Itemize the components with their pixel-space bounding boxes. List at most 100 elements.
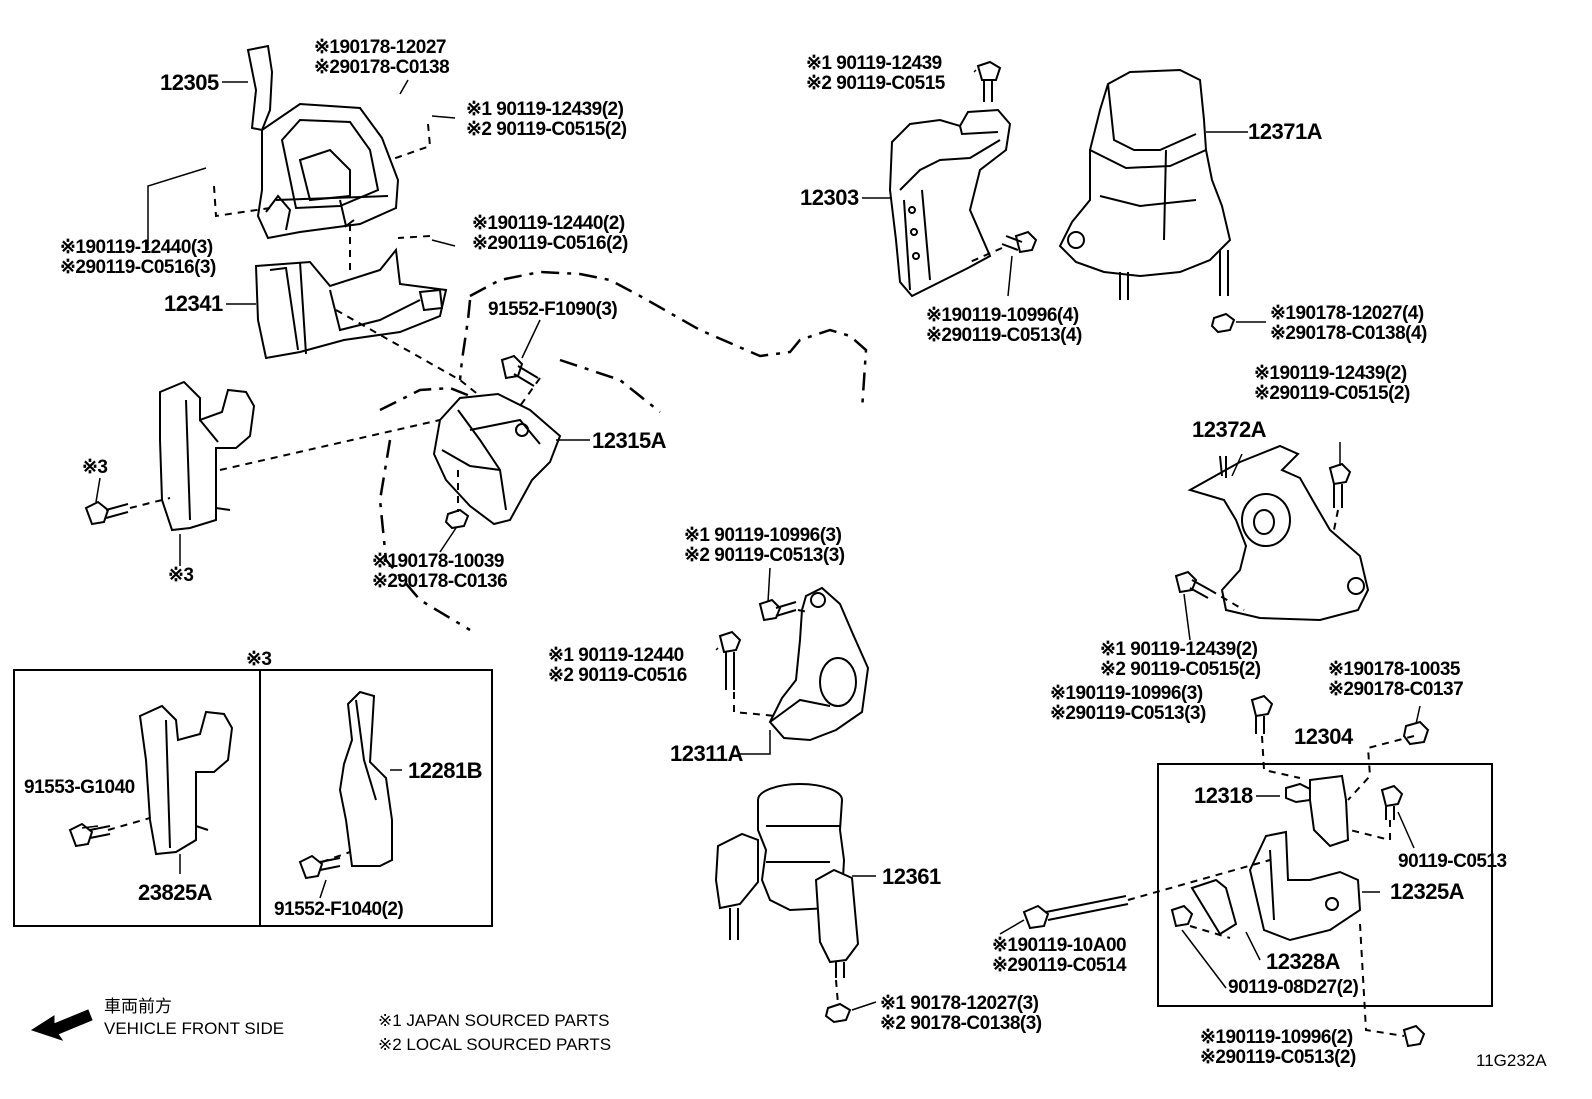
fastener-label: ※1 90178-12027(3) [880,993,1039,1014]
nut-90178-12027-4-drawing [1210,312,1236,334]
fastener-label: ※2 90119-C0513(3) [684,545,845,566]
fastener-label: ※290178-C0138 [314,57,450,78]
fastener-label: ※190178-10039 [372,551,504,572]
bolt-91552-F1090-drawing [500,354,539,387]
part-label-12328A: 12328A [1266,949,1341,974]
fastener-label: ※1 90119-10996(3) [684,525,842,546]
dashed-lines [107,123,1415,1037]
part-label-12311A: 12311A [670,741,743,766]
part-label-12371A: 12371A [1248,119,1323,144]
fastener-label: ※290119-C0514 [992,955,1127,976]
fastener-label: ※290119-C0515(2) [1254,383,1410,404]
fastener-label: 90119-08D27(2) [1228,977,1359,998]
engine-outline [378,270,868,632]
part-label-12325A: 12325A [1390,879,1465,904]
bracket-12328A-drawing [1190,878,1238,936]
fastener-label: ※190119-12440(2) [472,213,625,234]
nut-90178-12027-3-drawing [824,1002,852,1024]
fastener-label: ※1 90119-12439 [806,53,942,74]
mark3-label: ※3 [82,457,108,478]
fastener-label: ※190178-12027 [314,37,446,58]
fastener-label: ※290119-C0516(3) [60,257,216,278]
part-label-12305: 12305 [160,70,219,95]
fastener-label: ※190119-10996(2) [1200,1027,1353,1048]
long-bolt-90119-10A00-drawing [1022,895,1129,930]
fastener-label: ※290178-C0136 [372,571,508,592]
fastener-label: ※290119-C0516(2) [472,233,628,254]
fastener-label: ※290119-C0513(3) [1050,703,1206,724]
nut-90178-10039-drawing [444,508,470,530]
bracket-12315A-drawing [432,392,562,526]
direction-label: VEHICLE FRONT SIDE [104,1019,285,1038]
part-label-12304: 12304 [1294,724,1353,749]
fastener-label: ※290119-C0513(2) [1200,1047,1356,1068]
bracket-23825A-upper-drawing [159,380,256,532]
bolt-90119-C0513-drawing [1380,784,1404,820]
bolt-90119-12440-drawing [718,630,742,690]
part-label-12341: 12341 [164,291,223,316]
diagram-code: 11G232A [1476,1051,1547,1070]
fastener-label: ※2 90119-C0515 [806,73,945,94]
fastener-label: ※190119-10996(3) [1050,683,1203,704]
part-label-12303: 12303 [800,185,859,210]
bolt-90119-12439-top-drawing [976,60,1002,102]
fastener-label: ※190119-12440(3) [60,237,213,258]
bolt-90119-12439-2c-drawing [1174,570,1211,599]
mount-12372A-drawing [1187,444,1370,622]
fastener-label: 90119-C0513 [1398,851,1507,872]
fastener-label: ※190119-10A00 [992,935,1127,956]
bolt-90119-10996-2-drawing [1402,1024,1426,1048]
note-local-sourced: ※2 LOCAL SOURCED PARTS [378,1035,612,1054]
bracket-12318-drawing [1285,774,1350,848]
mark3-box [13,669,493,927]
bracket-12311A-drawing [768,586,870,742]
direction-japanese: 車両前方 [104,997,172,1016]
mount-12371A-drawing [1058,68,1232,300]
fastener-label: ※2 90119-C0515(2) [466,119,627,140]
fastener-label: ※2 90119-C0515(2) [1100,659,1261,680]
part-label-12281B: 12281B [408,758,483,783]
fastener-label: ※290178-C0137 [1328,679,1464,700]
bolt-mark3-drawing [84,500,129,526]
bolt-91553-G1040-drawing [68,822,111,848]
fastener-label: 91553-G1040 [24,777,135,798]
mark3-label: ※3 [168,565,194,586]
engine-mount-12305-drawing [246,44,400,240]
part-label-12318: 12318 [1194,783,1253,808]
fastener-label: ※1 90119-12440 [548,645,684,666]
part-label-12315A: 12315A [592,428,667,453]
fastener-label: ※2 90119-C0516 [548,665,687,686]
fastener-label: ※190178-12027(4) [1270,303,1424,324]
nut-90178-10035-drawing [1402,720,1430,746]
bolt-90119-08D27-drawing [1170,904,1194,928]
assembly-12304-box [1157,763,1493,1007]
fastener-label: ※2 90178-C0138(3) [880,1013,1042,1034]
bracket-12281B-drawing [338,690,393,867]
note-japan-sourced: ※1 JAPAN SOURCED PARTS [378,1011,610,1030]
part-label-23825A: 23825A [138,880,213,905]
fastener-label: ※190119-10996(4) [926,305,1079,326]
bolt-90119-10996-3b-drawing [1250,694,1274,734]
fastener-label: ※1 90119-12439(2) [1100,639,1258,660]
front-direction-arrow-icon [30,1009,93,1041]
bracket-12325A-drawing [1248,830,1362,942]
bolt-90119-10996-4-drawing [1001,230,1038,254]
bolt-90119-10996-3a-drawing [758,598,797,622]
leader-lines [81,69,1421,1011]
fastener-label: 91552-F1040(2) [274,899,404,920]
part-label-12372A: 12372A [1192,417,1267,442]
mount-12361-drawing [714,783,860,978]
fastener-label: ※190119-12439(2) [1254,363,1407,384]
fastener-label: ※1 90119-12439(2) [466,99,624,120]
bracket-12303-drawing [888,108,1012,298]
bracket-12341-drawing [254,247,448,360]
fastener-label: 91552-F1090(3) [488,299,618,320]
bolt-91552-F1040-drawing [298,854,341,880]
bracket-23825A-drawing [138,704,234,856]
bolt-90119-12439-2b-drawing [1328,462,1352,508]
fastener-label: ※290119-C0513(4) [926,325,1082,346]
mark3-box-label: ※3 [246,649,272,670]
part-label-12361: 12361 [882,864,941,889]
fastener-label: ※190178-10035 [1328,659,1460,680]
